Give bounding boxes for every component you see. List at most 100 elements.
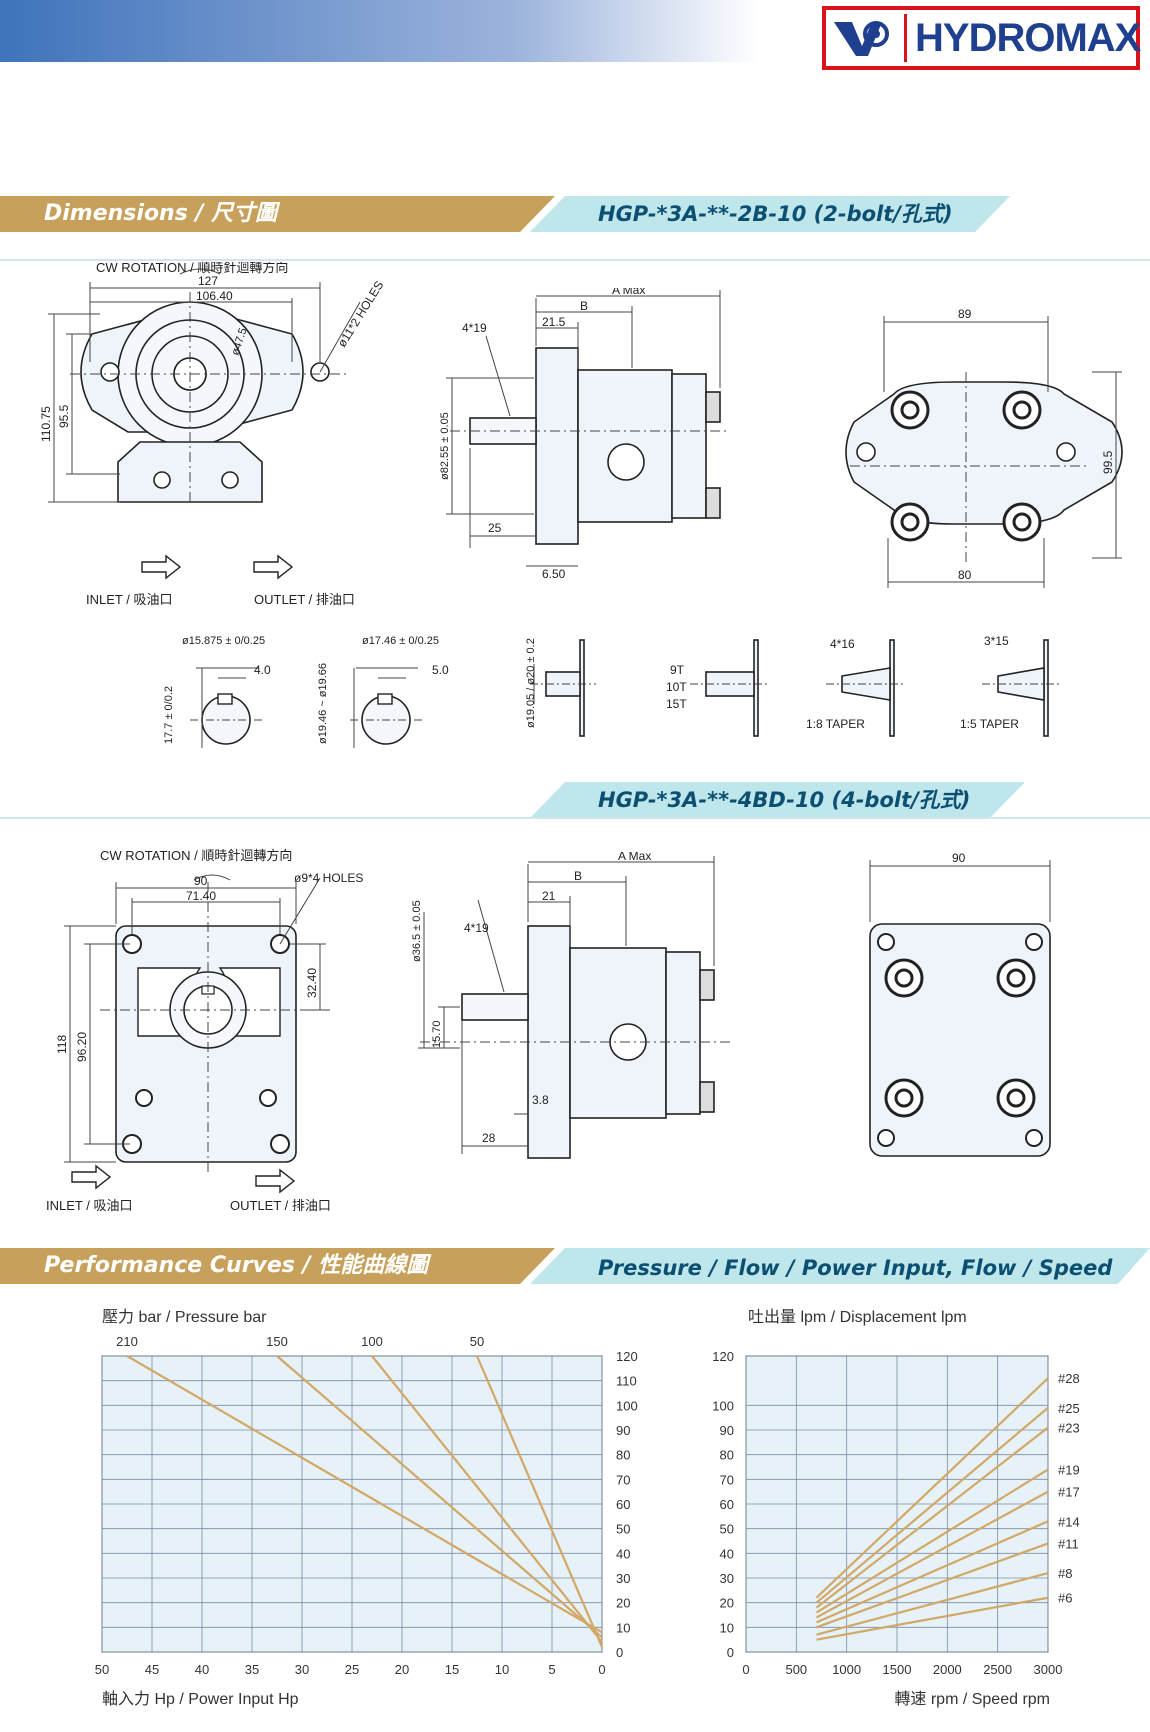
pilot-dia-4bolt: ø36.5 ± 0.05 bbox=[411, 900, 423, 962]
spline-9t: 9T bbox=[670, 663, 685, 677]
top-tick-label: 50 bbox=[470, 1334, 484, 1349]
series-label: #6 bbox=[1058, 1591, 1072, 1606]
y-tick-label: 120 bbox=[616, 1349, 638, 1364]
dim-3-8: 3.8 bbox=[532, 1093, 549, 1107]
shaft3-dia: ø19.05 / ø20 ± 0.2 bbox=[525, 638, 537, 728]
x-tick-label: 10 bbox=[495, 1662, 509, 1677]
drawing-2bolt-side-view: A Max B 21.5 4*19 ø82.55 ± 0.05 25 6.50 bbox=[439, 288, 730, 581]
drawing-2bolt-front-view: CW ROTATION / 順時針迴轉方向 127 106.40 ø11*2 H… bbox=[39, 262, 386, 607]
dim-15-70: 15.70 bbox=[431, 1020, 443, 1048]
taper2-key: 3*15 bbox=[984, 634, 1009, 648]
dim-21-5: 21.5 bbox=[542, 315, 566, 329]
side-dim-90: 90 bbox=[952, 851, 966, 865]
x-tick-label: 2500 bbox=[983, 1662, 1012, 1677]
y-tick-label: 50 bbox=[720, 1522, 734, 1537]
drawing-4bolt-front-view: CW ROTATION / 順時針迴轉方向 90 71.40 ø9*4 HOLE… bbox=[46, 848, 363, 1213]
dim-90: 90 bbox=[194, 874, 208, 888]
dim-96-20: 96.20 bbox=[75, 1032, 89, 1062]
taper1-key: 4*16 bbox=[830, 637, 855, 651]
dim-80: 80 bbox=[958, 568, 972, 582]
series-line bbox=[815, 1377, 1049, 1599]
model-4bolt-label: HGP-*3A-**-4BD-10 (4-bolt/孔式) bbox=[598, 788, 971, 812]
dimensions-label: Dimensions / 尺寸圖 bbox=[44, 201, 278, 226]
y-tick-label: 90 bbox=[720, 1423, 734, 1438]
rear-bolt-heads-icon bbox=[890, 390, 1042, 542]
spline-10t: 10T bbox=[666, 680, 687, 694]
dim-25: 25 bbox=[488, 521, 502, 535]
key-4x19-4bolt: 4*19 bbox=[464, 921, 489, 935]
chart-title: 吐出量 lpm / Displacement lpm bbox=[748, 1308, 967, 1326]
x-tick-label: 50 bbox=[95, 1662, 109, 1677]
taper2-label: 1:5 TAPER bbox=[960, 717, 1019, 731]
y-tick-label: 10 bbox=[720, 1620, 734, 1635]
y-tick-label: 20 bbox=[720, 1596, 734, 1611]
series-line bbox=[126, 1355, 603, 1634]
y-tick-label: 10 bbox=[616, 1620, 630, 1635]
y-tick-label: 40 bbox=[720, 1546, 734, 1561]
y-tick-label: 80 bbox=[720, 1448, 734, 1463]
inlet-arrow-icon bbox=[141, 554, 182, 580]
key1-dia: ø15.875 ± 0/0.25 bbox=[182, 635, 265, 647]
drawing-2bolt-rear-view: 89 80 99.5 bbox=[845, 307, 1123, 588]
series-line bbox=[816, 1596, 1049, 1641]
shaft-options: ø15.875 ± 0/0.25 4.0 17.7 ± 0/0.2 ø17.46… bbox=[163, 634, 1060, 748]
key2-width: 5.0 bbox=[432, 663, 449, 677]
drawing-4bolt-side-view: A Max B 21 4*19 ø36.5 ± 0.05 15.70 3.8 2… bbox=[411, 852, 730, 1159]
dim-127: 127 bbox=[198, 274, 218, 288]
y-tick-label: 90 bbox=[616, 1423, 630, 1438]
series-line bbox=[815, 1406, 1049, 1604]
series-label: #8 bbox=[1058, 1566, 1072, 1581]
key1-width: 4.0 bbox=[254, 663, 271, 677]
outlet-label-4bolt: OUTLET / 排油口 bbox=[230, 1198, 331, 1213]
outlet-arrow-4bolt-icon bbox=[255, 1168, 296, 1194]
series-label: #25 bbox=[1058, 1401, 1080, 1416]
key1-height: 17.7 ± 0/0.2 bbox=[163, 686, 175, 744]
x-tick-label: 20 bbox=[395, 1662, 409, 1677]
key2-dia: ø17.46 ± 0/0.25 bbox=[362, 635, 439, 647]
x-tick-label: 40 bbox=[195, 1662, 209, 1677]
x-tick-label: 5 bbox=[548, 1662, 555, 1677]
series-label: #11 bbox=[1058, 1536, 1079, 1551]
logo-text: HYDROMAX bbox=[904, 14, 1141, 62]
x-tick-label: 15 bbox=[445, 1662, 459, 1677]
model-2bolt-label: HGP-*3A-**-2B-10 (2-bolt/孔式) bbox=[598, 202, 953, 226]
y-tick-label: 110 bbox=[616, 1374, 637, 1389]
dim-32-40: 32.40 bbox=[305, 968, 319, 998]
x-tick-label: 0 bbox=[598, 1662, 605, 1677]
y-tick-label: 100 bbox=[712, 1398, 734, 1413]
series-line bbox=[816, 1572, 1049, 1636]
series-line bbox=[815, 1468, 1049, 1614]
y-tick-label: 60 bbox=[720, 1497, 734, 1512]
dim-99-5: 99.5 bbox=[1101, 450, 1115, 474]
section-band-performance bbox=[0, 1248, 1150, 1284]
dim-110-75: 110.75 bbox=[39, 406, 53, 442]
section-band-4bolt bbox=[0, 782, 1150, 819]
dim-106-40: 106.40 bbox=[196, 289, 233, 303]
performance-sub-label: Pressure / Flow / Power Input, Flow / Sp… bbox=[598, 1256, 1113, 1280]
top-tick-label: 150 bbox=[266, 1334, 288, 1349]
series-label: #17 bbox=[1058, 1485, 1080, 1500]
x-axis-label: 轉速 rpm / Speed rpm bbox=[894, 1690, 1050, 1708]
x-tick-label: 1000 bbox=[832, 1662, 861, 1677]
top-tick-label: 100 bbox=[361, 1334, 383, 1349]
key-4x19: 4*19 bbox=[462, 321, 487, 335]
series-line bbox=[815, 1490, 1049, 1619]
series-line bbox=[816, 1542, 1049, 1629]
x-tick-label: 45 bbox=[145, 1662, 159, 1677]
brand-logo: HYDROMAX bbox=[822, 6, 1141, 70]
series-line bbox=[816, 1520, 1049, 1624]
logo-mark-icon bbox=[834, 21, 889, 56]
x-tick-label: 2000 bbox=[933, 1662, 962, 1677]
x-axis-label: 軸入力 Hp / Power Input Hp bbox=[102, 1690, 299, 1708]
y-tick-label: 60 bbox=[616, 1497, 630, 1512]
key2-height: ø19.46 ~ ø19.66 bbox=[317, 663, 329, 744]
dim-28: 28 bbox=[482, 1131, 496, 1145]
x-tick-label: 500 bbox=[785, 1662, 807, 1677]
dim-89: 89 bbox=[958, 307, 972, 321]
taper1-label: 1:8 TAPER bbox=[806, 717, 865, 731]
series-line bbox=[371, 1355, 603, 1643]
y-tick-label: 80 bbox=[616, 1448, 630, 1463]
drawing-4bolt-rear-view: 90 bbox=[869, 851, 1051, 1157]
x-tick-label: 25 bbox=[345, 1662, 359, 1677]
top-tick-label: 210 bbox=[116, 1334, 138, 1349]
